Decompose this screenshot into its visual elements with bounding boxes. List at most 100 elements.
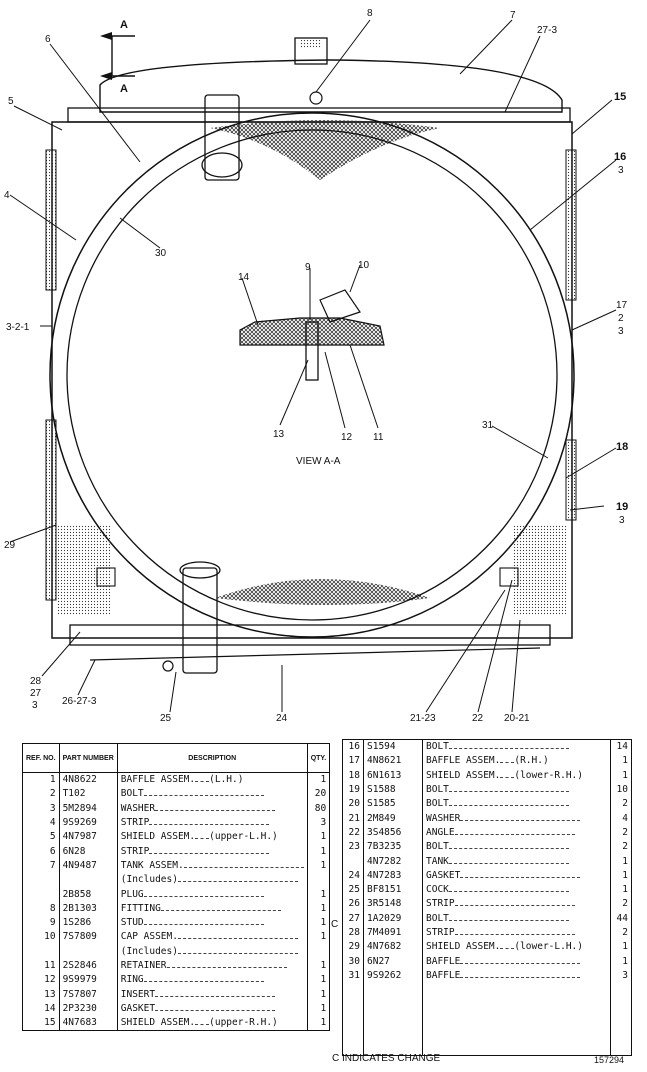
description-cell: TANK (422, 854, 611, 869)
description-text: BOLT (426, 741, 449, 753)
angle-left (96, 567, 116, 587)
corner-stipple-left (56, 525, 110, 615)
callout-31: 31 (482, 420, 494, 431)
change-mark: C (331, 919, 339, 930)
leader-dots (195, 1017, 210, 1026)
part-number-cell: 2S2846 (59, 958, 118, 974)
description-text: RETAINER (120, 960, 167, 971)
corner-stipple-right (512, 525, 566, 615)
qty-cell (611, 997, 632, 1011)
leader-dots (149, 817, 270, 826)
qty-cell: 2 (622, 927, 628, 938)
shield-right-upper (565, 149, 577, 301)
part-number-cell: S1585 (363, 797, 423, 812)
leader-dots (195, 774, 210, 783)
ref-no-cell: 10 (22, 930, 60, 945)
ref-no-cell: 11 (22, 958, 60, 974)
description-text: INSERT (120, 988, 156, 1000)
description-cell: BAFFLE ASSEM.(R.H.) (422, 754, 611, 769)
description-cell (422, 1040, 611, 1056)
qty-cell: 1 (622, 884, 628, 896)
part-number-cell: 4N8622 (59, 772, 118, 788)
core-mesh-bottom (215, 579, 430, 605)
ref-no-cell: 20 (342, 797, 364, 812)
description-text: BAFFLE ASSEM. (426, 755, 501, 767)
description-cell: STRIP (117, 844, 308, 859)
part-number-cell: T102 (59, 787, 118, 802)
view-aa-label: VIEW A-A (296, 456, 341, 467)
callout-7: 7 (510, 10, 516, 21)
qty-cell: 1 (622, 941, 628, 953)
leader-dots (448, 913, 569, 921)
qty-cell (611, 1026, 632, 1040)
view-aa-cap (239, 317, 385, 346)
description-cell: BAFFLE ASSEM.(L.H.) (117, 772, 308, 788)
ref-no-cell (342, 983, 364, 998)
description-text: SHIELD ASSEM. (120, 1017, 196, 1029)
description-cell: BOLT (422, 782, 611, 798)
description-cell: (Includes) (117, 944, 308, 959)
description-note: (lower-R.H.) (514, 769, 583, 781)
qty-cell: 1 (622, 855, 628, 867)
part-number-cell: 4N7283 (363, 868, 423, 883)
callout-18: 18 (616, 441, 628, 453)
part-number-cell: 6N27 (363, 954, 423, 969)
qty-cell: 1 (320, 774, 327, 786)
description-cell: WASHER (422, 811, 611, 826)
description-cell: RETAINER (117, 958, 308, 974)
section-mark-a-bottom: A (120, 83, 128, 95)
leader-dots (143, 889, 264, 897)
ref-no-cell (342, 1040, 364, 1056)
description-text: BOLT (120, 788, 144, 800)
description-cell: STRIP (117, 815, 308, 831)
description-text: TANK (426, 855, 449, 867)
leader-dots (183, 860, 304, 868)
part-number-cell: 4N7682 (363, 940, 423, 955)
qty-cell: 2 (622, 798, 628, 810)
leader-dots (460, 870, 581, 878)
ref-no-cell: 9 (22, 915, 60, 931)
part-number-cell: 9S9269 (59, 815, 118, 831)
ref-no-cell: 29 (342, 940, 364, 955)
description-text: FITTING (120, 902, 161, 914)
callout-22: 22 (472, 713, 484, 724)
part-number-cell: S1588 (363, 782, 423, 798)
qty-cell: 2 (622, 826, 628, 838)
callout-4: 4 (4, 190, 10, 201)
leader-dots (448, 856, 569, 864)
description-cell: SHIELD ASSEM.(lower-R.H.) (422, 768, 611, 783)
description-cell: COCK (422, 882, 611, 898)
qty-cell: 1 (320, 960, 327, 971)
description-cell: BOLT (422, 797, 611, 812)
ref-no-cell: 25 (342, 882, 364, 898)
ref-no-cell: 26 (342, 897, 364, 912)
description-cell: INSERT (117, 987, 308, 1002)
callout-15: 15 (614, 91, 626, 103)
ref-no-cell (342, 1011, 364, 1026)
leader-dots (143, 917, 264, 926)
section-arrow (111, 35, 135, 77)
filler-neck (294, 37, 328, 65)
top-tank (99, 59, 563, 113)
description-cell: SHIELD ASSEM.(lower-L.H.) (422, 940, 611, 955)
description-cell (422, 983, 611, 998)
ref-no-cell: 23 (342, 840, 364, 855)
leader-dots (155, 1003, 276, 1011)
bottom-strip (89, 647, 541, 661)
header-description: DESCRIPTION (117, 743, 308, 773)
leader-dots (177, 874, 298, 883)
description-note: (upper-L.H.) (209, 831, 278, 843)
change-note: C INDICATES CHANGE (332, 1053, 441, 1064)
table-row (342, 1011, 632, 1026)
leader-dots (160, 903, 281, 911)
ref-no-cell: 5 (22, 830, 60, 845)
